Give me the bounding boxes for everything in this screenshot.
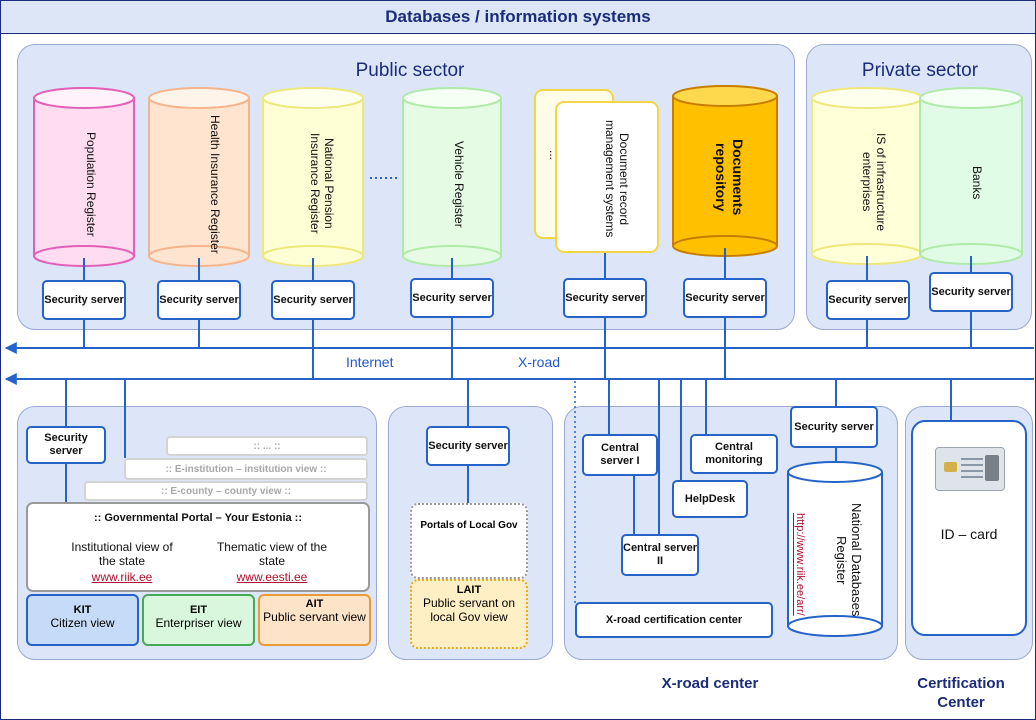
vehicle-register-cylinder <box>402 87 502 267</box>
security-server-xroad-center[interactable]: Security server <box>790 406 878 448</box>
governmental-portal-title: :: Governmental Portal – Your Estonia :: <box>93 512 303 524</box>
id-card-label: ID – card <box>940 526 998 542</box>
xroad-certification-center[interactable]: X-road certification center <box>575 602 773 638</box>
local-gov-portals-box[interactable]: Portals of Local Gov <box>410 503 528 579</box>
id-card-photo <box>985 455 999 481</box>
portal-ghost-ecounty: :: E-county – county view :: <box>84 481 368 501</box>
population-register-cylinder <box>33 87 135 267</box>
xroad-label: X-road <box>518 354 561 370</box>
health-insurance-cylinder <box>148 87 250 267</box>
governmental-portal-box: :: Governmental Portal – Your Estonia ::… <box>26 502 370 592</box>
kit-box[interactable]: KIT Citizen view <box>26 594 139 646</box>
security-server-infrastructure[interactable]: Security server <box>826 280 910 320</box>
national-databases-register-label: National Databases Register <box>834 503 864 617</box>
portal-ghost-more: :: ... :: <box>166 436 368 456</box>
lait-box[interactable]: LAIT Public servant on local Gov view <box>410 579 528 649</box>
certification-center-label: Certification Center <box>917 675 1005 711</box>
security-server-repository[interactable]: Security server <box>683 278 767 318</box>
id-card-box[interactable]: ID – card <box>911 420 1027 636</box>
drms-front-card: Document record management systems <box>555 101 659 253</box>
portal-ghost-einstitution: :: E-institution – institution view :: <box>124 458 368 480</box>
lait-subtitle: Public servant on local Gov view <box>422 596 516 624</box>
xroad-center-label: X-road center <box>661 675 759 692</box>
id-card-lines <box>961 458 983 460</box>
pension-insurance-label: National Pension Insurance Register <box>308 132 336 234</box>
infrastructure-cylinder <box>811 87 923 265</box>
central-server-1[interactable]: Central server I <box>582 434 658 476</box>
ait-subtitle: Public servant view <box>263 610 366 624</box>
security-server-local-gov[interactable]: Security server <box>426 426 510 466</box>
eit-title: EIT <box>189 604 208 616</box>
pension-insurance-cylinder <box>262 87 364 267</box>
security-server-banks[interactable]: Security server <box>929 272 1013 312</box>
security-server-portal[interactable]: Security server <box>26 426 106 464</box>
central-monitoring[interactable]: Central monitoring <box>690 434 778 474</box>
infrastructure-label: IS of infrastructure enterprises <box>860 132 888 232</box>
security-server-population[interactable]: Security server <box>42 280 126 320</box>
national-databases-register-cylinder <box>787 461 883 637</box>
security-server-vehicle[interactable]: Security server <box>410 278 494 318</box>
banks-cylinder <box>919 87 1023 265</box>
eit-subtitle: Enterpriser view <box>155 616 242 630</box>
banks-label: Banks <box>970 166 984 200</box>
central-server-2[interactable]: Central server II <box>621 534 699 576</box>
vehicle-register-label: Vehicle Register <box>452 140 466 228</box>
kit-title: KIT <box>73 604 92 616</box>
drms-label: Document record management systems <box>603 120 631 238</box>
ndr-link[interactable]: http://www.riik.ee/arr/ <box>794 512 806 616</box>
id-card-image <box>935 447 1005 491</box>
security-server-drms[interactable]: Security server <box>563 278 647 318</box>
riik-link[interactable]: www.riik.ee <box>91 570 153 584</box>
ait-box[interactable]: AIT Public servant view <box>258 594 371 646</box>
security-server-health[interactable]: Security server <box>157 280 241 320</box>
institutional-view-text: Institutional view of the state <box>71 540 173 568</box>
lait-title: LAIT <box>456 584 482 596</box>
eesti-link[interactable]: www.eesti.ee <box>236 570 308 584</box>
documents-repository-label: Documents repository <box>713 138 746 216</box>
drms-back-label: ... <box>547 149 561 160</box>
local-gov-portals-label: Portals of Local Gov <box>420 520 518 531</box>
id-card-chip <box>944 462 957 472</box>
internet-label: Internet <box>346 354 394 370</box>
diagram-title: Databases / information systems <box>0 0 1036 34</box>
private-sector-title: Private sector <box>861 60 979 81</box>
security-server-pension[interactable]: Security server <box>271 280 355 320</box>
helpdesk[interactable]: HelpDesk <box>672 480 748 518</box>
eit-box[interactable]: EIT Enterpriser view <box>142 594 255 646</box>
thematic-view-text: Thematic view of the state <box>216 540 328 568</box>
kit-subtitle: Citizen view <box>50 616 115 630</box>
public-sector-title: Public sector <box>355 60 465 81</box>
health-insurance-label: Health Insurance Register <box>208 114 222 254</box>
ait-title: AIT <box>305 598 324 610</box>
population-register-label: Population Register <box>84 131 98 237</box>
